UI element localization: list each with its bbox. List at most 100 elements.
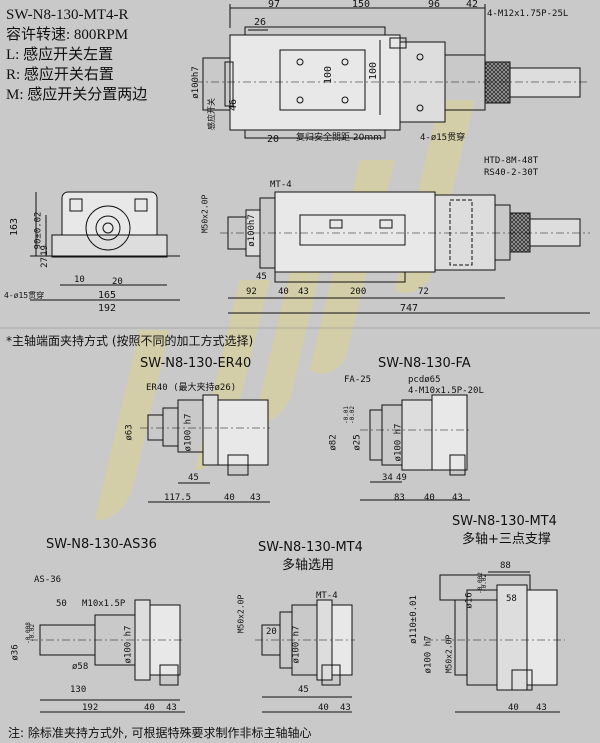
as36-drawing — [30, 599, 185, 713]
right-switch-note: R: 感应开关右置 — [6, 67, 114, 83]
dim-20-front: 20 — [112, 277, 123, 287]
fa-dim-40: 40 — [424, 493, 435, 503]
dim-19: 19 — [39, 245, 50, 256]
mt4-dim-43: 43 — [340, 703, 351, 713]
dim-90: 90±0.02 — [33, 211, 44, 250]
mt4b-dim-58: 58 — [506, 594, 517, 604]
as36-dim-50: 50 — [56, 599, 67, 609]
mt4-subtitle: 多轴选用 — [282, 558, 335, 573]
mt4-dim-20: 20 — [266, 627, 277, 637]
dim-192: 192 — [98, 303, 117, 314]
dim-165: 165 — [98, 290, 117, 301]
dim-26: 26 — [254, 17, 267, 28]
top-view-drawing — [195, 4, 590, 139]
er40-dim-45: 45 — [188, 473, 199, 483]
front-view-drawing — [30, 191, 180, 301]
speed-note: 容许转速: 800RPM — [6, 27, 129, 43]
as36-dia58: ø58 — [72, 662, 89, 672]
er40-dia100: ø100 h7 — [183, 413, 194, 452]
fa-dia82: ø82 — [328, 434, 339, 451]
left-switch-note: L: 感应开关左置 — [6, 47, 114, 63]
front-hole-note: 4-ø15贯穿 — [4, 291, 45, 300]
split-switch-note: M: 感应开关分置两边 — [6, 87, 148, 103]
belt-label: HTD-8M-48T — [484, 156, 539, 166]
mt4b-dim-40: 40 — [508, 703, 519, 713]
dim-150: 150 — [352, 0, 371, 10]
fa-dim-34: 34 — [382, 473, 393, 483]
fa-tol-b: -0.02 — [349, 405, 357, 425]
mt4-title: SW-N8-130-MT4 — [258, 540, 363, 555]
fa-label: FA-25 — [344, 375, 372, 385]
as36-dim-43: 43 — [166, 703, 177, 713]
mt4b-dia16: ø16 — [464, 592, 475, 609]
top-hole-note: 4-ø15贯穿 — [420, 133, 466, 143]
mt4b-tol-b: -0.02 — [481, 573, 489, 593]
mt4-dia100: ø100 h7 — [291, 625, 302, 664]
mt4-multi-drawing — [255, 599, 355, 713]
side-dia-label: ø100h7 — [246, 214, 257, 247]
er40-dim-43: 43 — [250, 493, 261, 503]
mt4-dim-45: 45 — [298, 685, 309, 695]
fa-pcd: pcdø65 — [408, 375, 441, 385]
mt4b-thread: M50x2.0P — [444, 634, 454, 674]
dim-40-side: 40 — [278, 287, 289, 297]
dim-20-top: 20 — [267, 134, 280, 145]
mt4-thread: M50x2.0P — [236, 594, 246, 634]
dim-92: 92 — [246, 287, 257, 297]
dim-163: 163 — [9, 217, 21, 237]
dim-72: 72 — [418, 287, 429, 297]
mt4b-dia100: ø100 h7 — [423, 635, 434, 674]
as36-dim-130: 130 — [70, 685, 87, 695]
side-view-drawing — [220, 191, 590, 314]
er40-title: SW-N8-130-ER40 — [140, 356, 252, 371]
fa-dim-43: 43 — [452, 493, 463, 503]
section-title: *主轴端面夹持方式 (按照不同的加工方式选择) — [6, 334, 254, 348]
as36-tol-b: -0.02 — [29, 623, 37, 643]
side-mt4-label: MT-4 — [270, 180, 292, 190]
dim-97: 97 — [268, 0, 281, 10]
er40-dim-117: 117.5 — [164, 493, 192, 503]
dim-100-right: 100 — [368, 61, 380, 81]
as36-thread: M10x1.5P — [82, 599, 126, 609]
er40-dia63: ø63 — [124, 424, 135, 441]
fa-title: SW-N8-130-FA — [378, 356, 471, 371]
footer-note: 注: 除标准夹持方式外, 可根据特殊要求制作非标主轴轴心 — [8, 726, 312, 740]
mt4b-subtitle: 多轴+三点支撑 — [462, 532, 551, 547]
reset-gap-note: 复归安全間距 20mm — [296, 133, 382, 143]
top-dia-label: ø100h7 — [190, 66, 201, 99]
mt4b-dim-43: 43 — [536, 703, 547, 713]
dim-42: 42 — [466, 0, 479, 10]
dim-10-front: 10 — [74, 275, 85, 285]
fa-drawing — [360, 394, 470, 501]
mt4-label: MT-4 — [316, 591, 338, 601]
sensor-switch-label: 感应开关 — [207, 98, 216, 130]
fa-dim-83: 83 — [394, 493, 405, 503]
dim-100-inner: 100 — [323, 65, 335, 85]
mt4-dim-40: 40 — [318, 703, 329, 713]
dim-200: 200 — [350, 287, 367, 297]
er40-drawing — [140, 394, 270, 503]
as36-dia36: ø36 — [10, 644, 21, 661]
side-m50-label: M50x2.0P — [200, 194, 210, 234]
as36-title: SW-N8-130-AS36 — [46, 537, 157, 552]
dim-27: 27 — [39, 257, 50, 268]
er40-dim-40: 40 — [224, 493, 235, 503]
er40-collet-label: ER40 (最大夹持ø26) — [146, 383, 237, 393]
mt4b-dim-88: 88 — [500, 561, 511, 571]
as36-dim-192: 192 — [82, 703, 99, 713]
mt4b-dia110: ø110±0.01 — [408, 595, 419, 644]
sprocket-label: RS40-2-30T — [484, 168, 539, 178]
mt4-three-point-drawing — [425, 571, 565, 713]
dim-43-side: 43 — [298, 287, 309, 297]
fa-thread: 4-M10x1.5P-20L — [408, 386, 484, 396]
model-title: SW-N8-130-MT4-R — [6, 7, 129, 23]
fa-dia100: ø100 h7 — [393, 423, 404, 462]
fa-dim-49: 49 — [396, 473, 407, 483]
bolt-note: 4-M12x1.75P-25L — [487, 9, 569, 19]
dim-747: 747 — [400, 303, 419, 314]
dim-96: 96 — [428, 0, 441, 10]
as36-dia100: ø100 h7 — [123, 625, 134, 664]
fa-dia25: ø25 — [352, 434, 363, 451]
as36-label: AS-36 — [34, 575, 62, 585]
